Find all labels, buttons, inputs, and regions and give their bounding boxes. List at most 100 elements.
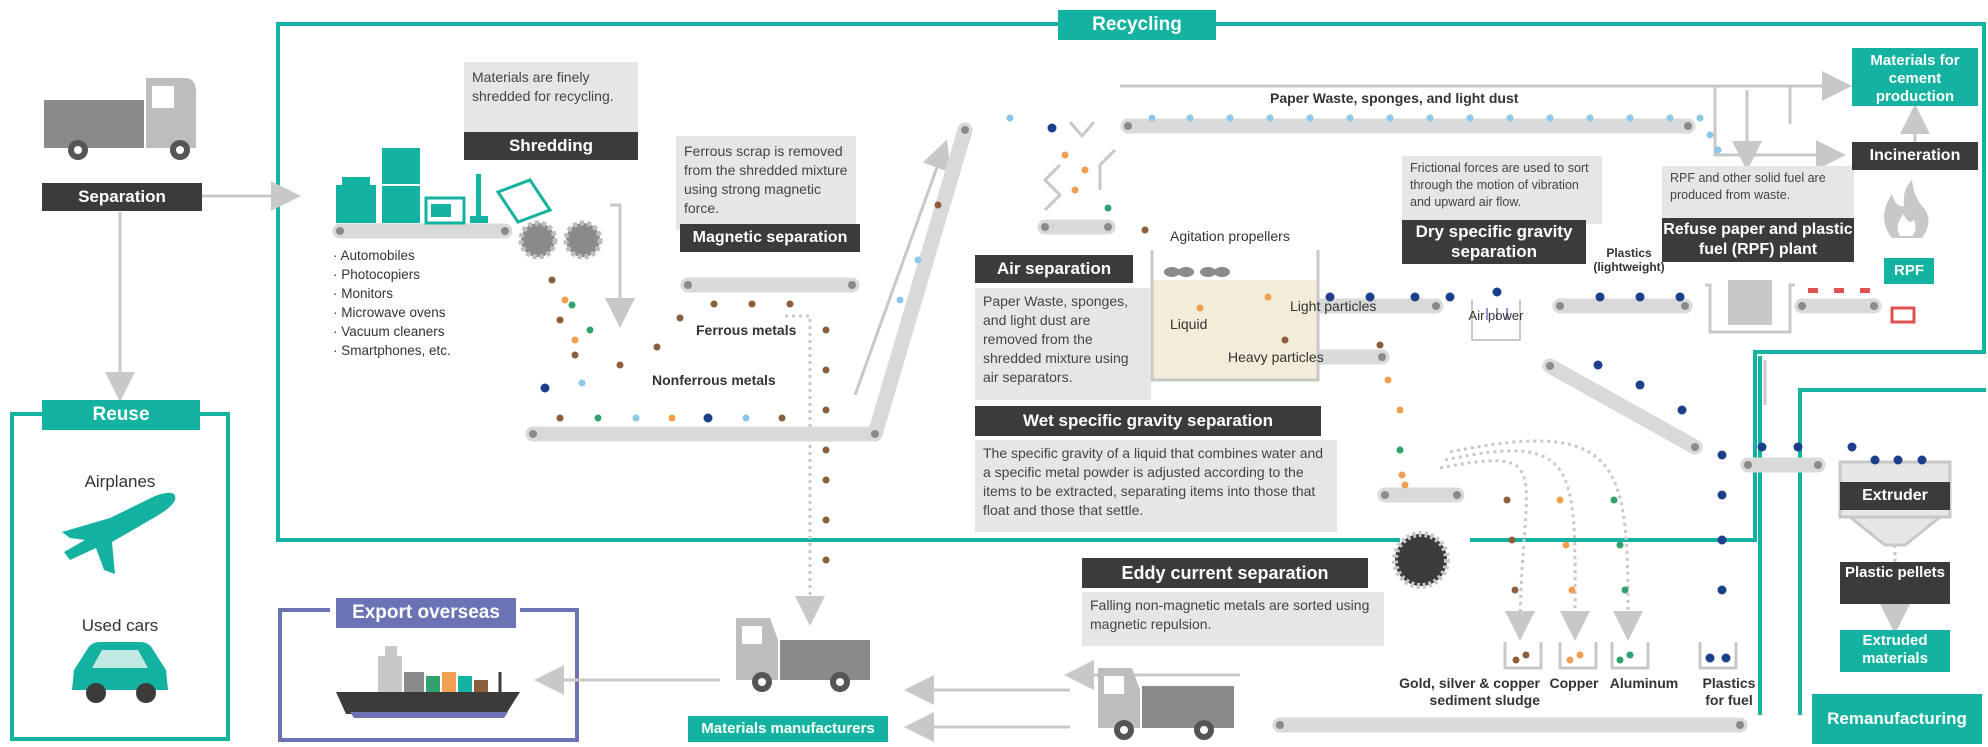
belt-roller bbox=[1681, 302, 1689, 310]
material-particle bbox=[571, 336, 579, 344]
material-particle bbox=[1635, 292, 1645, 302]
plastic-pellets-label: Plastic pellets bbox=[1840, 562, 1950, 604]
belt-roller bbox=[1556, 302, 1564, 310]
belt-roller bbox=[1798, 302, 1806, 310]
belt-roller bbox=[684, 281, 692, 289]
wet-tank bbox=[1150, 250, 1320, 382]
material-particle bbox=[1714, 146, 1722, 154]
material-particle bbox=[1148, 114, 1156, 122]
material-particle bbox=[594, 414, 602, 422]
belt-roller bbox=[1381, 491, 1389, 499]
material-particle bbox=[676, 314, 684, 322]
material-particle bbox=[1717, 490, 1727, 500]
material-particle bbox=[934, 201, 942, 209]
material-particle bbox=[1576, 651, 1584, 659]
sorting-bin bbox=[1610, 642, 1650, 670]
separation-label: Separation bbox=[42, 183, 202, 211]
material-particle bbox=[1266, 114, 1274, 122]
belt-roller bbox=[848, 281, 856, 289]
belt-roller bbox=[871, 430, 879, 438]
belt-roller bbox=[1124, 122, 1132, 130]
remanufacturing-title: Remanufacturing bbox=[1812, 694, 1982, 744]
material-particle bbox=[1616, 656, 1624, 664]
sorting-bin bbox=[1503, 642, 1543, 670]
shredder-gear-icon bbox=[518, 220, 603, 260]
material-particle bbox=[1104, 204, 1112, 212]
belt-roller bbox=[961, 126, 969, 134]
material-particle bbox=[1396, 446, 1404, 454]
shredding-label: Shredding bbox=[464, 132, 638, 160]
material-particle bbox=[586, 326, 594, 334]
belt-roller bbox=[1691, 443, 1699, 451]
material-particle bbox=[653, 343, 661, 351]
material-particle bbox=[710, 300, 718, 308]
material-particle bbox=[786, 300, 794, 308]
list-item: · Vacuum cleaners bbox=[333, 324, 445, 339]
bin-label-copper: Copper bbox=[1549, 675, 1599, 691]
belt-roller bbox=[1104, 223, 1112, 231]
material-particle bbox=[1666, 114, 1674, 122]
belt-roller bbox=[1546, 362, 1554, 370]
truck-icon-separation bbox=[44, 78, 196, 160]
belt-roller bbox=[1276, 721, 1284, 729]
material-particle bbox=[1717, 535, 1727, 545]
export-frame bbox=[278, 608, 579, 742]
material-particle bbox=[742, 414, 750, 422]
material-particle bbox=[1492, 287, 1502, 297]
material-particle bbox=[556, 414, 564, 422]
extruder-label: Extruder bbox=[1840, 482, 1950, 510]
material-particle bbox=[1706, 131, 1714, 139]
material-particle bbox=[1047, 123, 1057, 133]
material-particle bbox=[822, 476, 830, 484]
material-particle bbox=[1512, 656, 1520, 664]
material-particle bbox=[1616, 541, 1624, 549]
truck-icon-manufacturers bbox=[736, 618, 870, 692]
material-particle bbox=[1593, 360, 1603, 370]
list-item: · Smartphones, etc. bbox=[333, 343, 451, 358]
material-particle bbox=[616, 361, 624, 369]
material-particle bbox=[896, 296, 904, 304]
material-particle bbox=[822, 446, 830, 454]
material-particle bbox=[548, 276, 556, 284]
belt-roller bbox=[1744, 461, 1752, 469]
material-particle bbox=[1506, 114, 1514, 122]
bin-label-gold: Gold, silver & copper sediment sludge bbox=[1399, 675, 1540, 708]
belt-roller bbox=[336, 227, 344, 235]
material-particle bbox=[1870, 455, 1880, 465]
air-power-label: Air power bbox=[1468, 308, 1524, 323]
material-particle bbox=[1556, 496, 1564, 504]
material-particle bbox=[1546, 114, 1554, 122]
material-particle bbox=[1566, 656, 1574, 664]
list-item: · Automobiles bbox=[333, 248, 415, 263]
material-particle bbox=[1793, 442, 1803, 452]
recycling-frame-right bbox=[1215, 22, 1986, 542]
shredded-items-list: · Automobiles · Photocopiers · Monitors … bbox=[333, 246, 513, 360]
belt-roller bbox=[1684, 122, 1692, 130]
agitation-propeller-icon bbox=[1164, 267, 1230, 277]
list-item: · Photocopiers bbox=[333, 267, 421, 282]
material-particle bbox=[1508, 536, 1516, 544]
wet-separation-label: Wet specific gravity separation bbox=[975, 406, 1321, 436]
material-particle bbox=[1595, 292, 1605, 302]
eddy-separation-note: Falling non-magnetic metals are sorted u… bbox=[1082, 592, 1384, 646]
material-particle bbox=[578, 379, 586, 387]
material-particle bbox=[1562, 541, 1570, 549]
material-particle bbox=[1081, 166, 1089, 174]
material-particle bbox=[556, 316, 564, 324]
diagonal-belt bbox=[1542, 358, 1703, 455]
rpf-note: RPF and other solid fuel are produced fr… bbox=[1662, 166, 1854, 222]
belt-roller bbox=[1378, 353, 1386, 361]
dry-separation-label: Dry specific gravity separation bbox=[1402, 220, 1586, 264]
material-particle bbox=[568, 301, 576, 309]
extruded-materials-label: Extruded materials bbox=[1840, 630, 1950, 672]
paper-waste-label: Paper Waste, sponges, and light dust bbox=[1270, 90, 1519, 106]
material-particle bbox=[1401, 481, 1409, 489]
material-particle bbox=[1586, 114, 1594, 122]
ferrous-metals-label: Ferrous metals bbox=[696, 322, 797, 338]
appliances-icon bbox=[336, 148, 553, 225]
material-particle bbox=[1196, 304, 1204, 312]
material-particle bbox=[1445, 292, 1455, 302]
airplane-icon bbox=[62, 492, 176, 574]
material-particle bbox=[561, 296, 569, 304]
material-particle bbox=[703, 413, 713, 423]
